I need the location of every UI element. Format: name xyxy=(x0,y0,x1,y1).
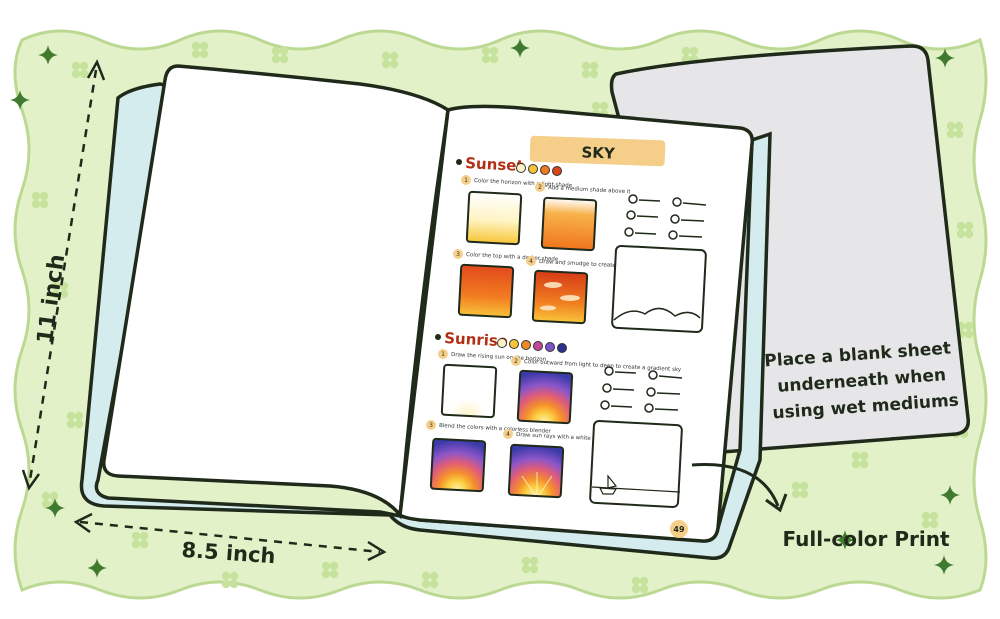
step-text: Draw sun rays with a white acrylic pen xyxy=(516,432,623,444)
svg-text:2: 2 xyxy=(514,358,518,365)
section-title-sunset: Sunset xyxy=(465,154,524,175)
page-number-tag xyxy=(670,520,688,538)
title-tag xyxy=(529,135,666,167)
svg-text:4: 4 xyxy=(506,431,510,438)
sun-rays xyxy=(521,472,553,496)
sunrise-swatch-3 xyxy=(429,437,487,493)
cloud-strokes xyxy=(540,282,580,311)
palette-sunset xyxy=(516,163,562,176)
left-page xyxy=(102,64,450,520)
sunrise-swatch-1 xyxy=(440,363,498,419)
step-text: Add a medium shade above it xyxy=(548,185,632,195)
practice-lines-sunset xyxy=(624,194,707,240)
svg-text:3: 3 xyxy=(429,422,433,429)
svg-text:2: 2 xyxy=(538,184,542,191)
sunrise-swatch-2 xyxy=(516,369,574,425)
arrow-head xyxy=(765,493,788,513)
sunset-swatch-1 xyxy=(465,190,523,246)
section-title-sunrise: Sunrise xyxy=(444,329,509,350)
palette-sunrise xyxy=(497,338,567,353)
sunset-swatch-3 xyxy=(457,263,515,319)
step-text: Draw the rising sun on the horizon xyxy=(451,352,547,363)
full-color-label: Full-color Print xyxy=(782,527,950,551)
sunset-swatch-2 xyxy=(540,196,598,252)
book-back-pages xyxy=(79,82,772,560)
page-title: SKY xyxy=(581,143,616,162)
svg-text:1: 1 xyxy=(464,177,468,184)
book-spine xyxy=(398,109,450,516)
svg-text:3: 3 xyxy=(456,251,460,258)
sunrise-swatch-4 xyxy=(507,443,565,499)
step-text: Blend the colors with a colorless blende… xyxy=(439,423,552,435)
svg-text:4: 4 xyxy=(529,258,533,265)
practice-box-sunrise xyxy=(589,420,683,508)
callout-arrow xyxy=(691,463,780,507)
width-dimension xyxy=(73,512,387,562)
height-dimension xyxy=(21,59,106,491)
svg-text:1: 1 xyxy=(441,351,445,358)
practice-box-sunset xyxy=(611,244,707,334)
step-text: Color the horizon with a light shade xyxy=(474,178,573,189)
practice-lines-sunrise xyxy=(600,366,683,413)
blank-sheet-text: Place a blank sheet underneath when usin… xyxy=(764,339,960,424)
step-text: Color the top with a darker shade xyxy=(466,252,559,263)
page-number: 49 xyxy=(673,525,685,534)
